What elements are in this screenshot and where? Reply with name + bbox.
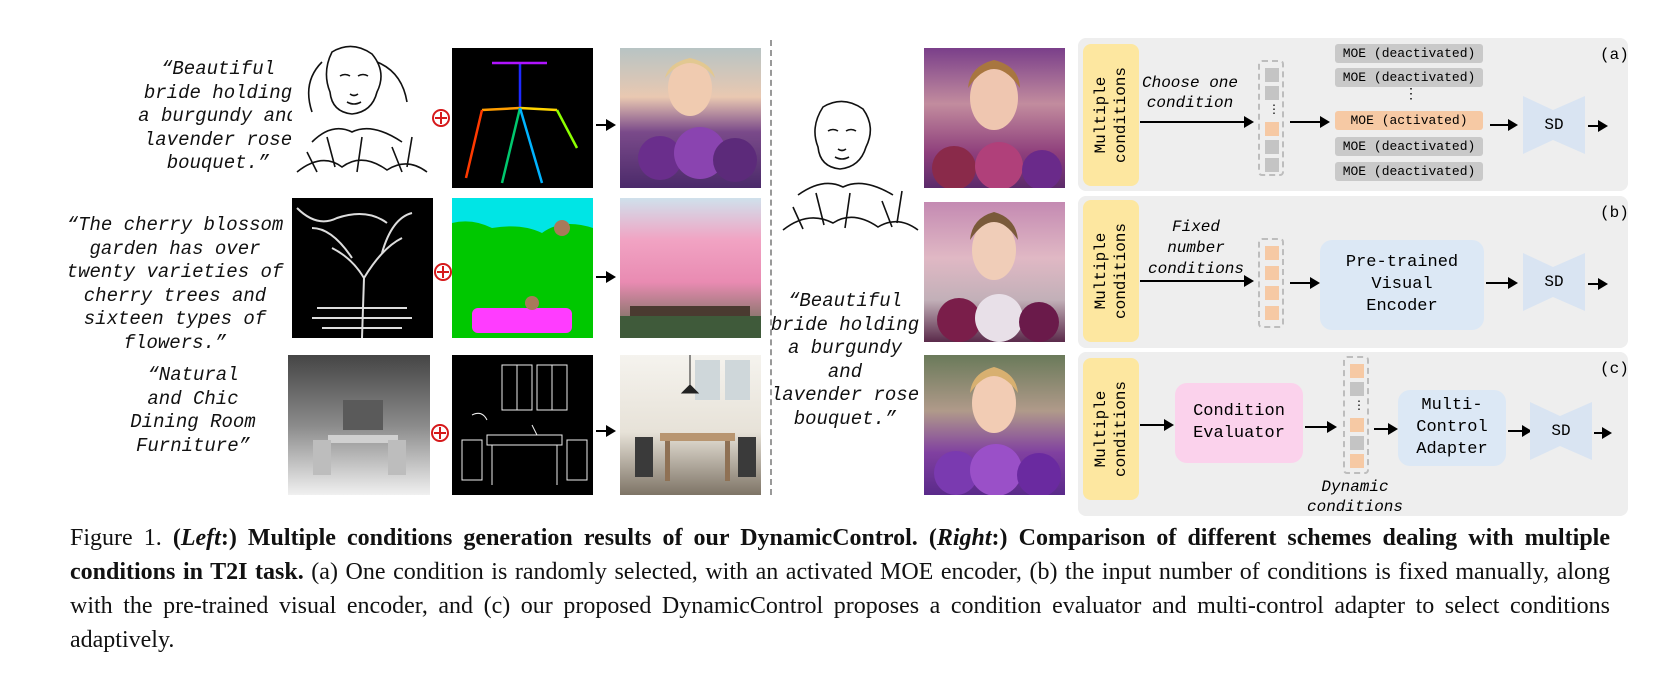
pretrained-visual-encoder: Pre-trained Visual Encoder xyxy=(1320,240,1484,330)
prompt-cherry: “The cherry blossom garden has over twen… xyxy=(66,214,284,354)
caption-body: (a) One condition is randomly selected, … xyxy=(70,559,1610,653)
sd-block: SD xyxy=(1523,96,1585,154)
arrow xyxy=(596,119,616,131)
depth-image xyxy=(288,355,430,495)
arrow xyxy=(1490,119,1518,131)
canny-edge-image xyxy=(452,355,593,495)
arrow xyxy=(1290,116,1330,128)
result-dining-image xyxy=(620,355,761,495)
moe-block: MOE (deactivated) xyxy=(1335,162,1483,181)
result-bride-image xyxy=(620,48,761,188)
arrow xyxy=(1140,419,1174,431)
multiple-conditions-label: Multiple conditions xyxy=(1083,358,1139,500)
arrow xyxy=(1508,425,1532,437)
ellipsis-icon: ⋮ xyxy=(1404,87,1418,102)
combine-icon xyxy=(431,424,449,442)
arrow xyxy=(1588,120,1608,132)
panel-tag: (b) xyxy=(1600,204,1629,222)
prompt-bride: “Beautiful bride holding a burgundy and … xyxy=(138,58,298,174)
arrow xyxy=(1305,421,1337,433)
moe-block: MOE (deactivated) xyxy=(1335,137,1483,156)
moe-block-activated: MOE (activated) xyxy=(1335,111,1483,130)
condition-stack xyxy=(1258,238,1284,328)
prompt-bride: “Beautiful bride holding a burgundy and … xyxy=(770,290,920,430)
arrow xyxy=(1374,423,1398,435)
condition-stack: ⋮ xyxy=(1258,60,1284,176)
moe-block: MOE (deactivated) xyxy=(1335,44,1483,63)
panel-tag: (c) xyxy=(1600,360,1629,378)
output-image-c xyxy=(924,355,1065,495)
arrow-label: Fixed number conditions xyxy=(1147,218,1244,278)
prompt-dining: “Natural and Chic Dining Room Furniture” xyxy=(130,364,256,457)
arrow xyxy=(596,425,616,437)
sketch-image xyxy=(292,42,432,182)
divider xyxy=(770,40,772,495)
caption-figure-number: Figure 1. xyxy=(70,525,173,551)
multi-control-adapter: Multi- Control Adapter xyxy=(1398,390,1506,466)
figure-caption: Figure 1. (Left:) Multiple conditions ge… xyxy=(70,525,1611,653)
moe-block: MOE (deactivated) xyxy=(1335,68,1483,87)
side-label: Multiple conditions xyxy=(1092,66,1130,164)
dynamic-conditions-label: Dynamic conditions xyxy=(1306,478,1403,516)
caption-right: Right xyxy=(936,525,992,551)
arrow-label: Choose one condition xyxy=(1141,74,1238,112)
arrow xyxy=(1594,427,1612,439)
caption-left: Left xyxy=(180,525,221,551)
segmentation-image xyxy=(452,198,593,338)
hed-edge-image xyxy=(292,198,433,338)
arrow xyxy=(1588,278,1608,290)
result-cherry-image xyxy=(620,198,761,338)
sd-block: SD xyxy=(1530,402,1592,460)
panel-tag: (a) xyxy=(1600,46,1629,64)
arrow xyxy=(596,271,616,283)
output-image-a xyxy=(924,48,1065,188)
condition-evaluator: Condition Evaluator xyxy=(1175,383,1303,463)
side-label: Multiple conditions xyxy=(1092,222,1130,320)
arrow xyxy=(1140,116,1254,128)
sketch-image xyxy=(778,95,923,240)
arrow xyxy=(1140,275,1254,287)
combine-icon xyxy=(434,263,452,281)
side-label: Multiple conditions xyxy=(1092,380,1130,478)
combine-icon xyxy=(432,109,450,127)
arrow xyxy=(1290,277,1320,289)
pose-image xyxy=(452,48,593,188)
multiple-conditions-label: Multiple conditions xyxy=(1083,44,1139,186)
arrow xyxy=(1486,277,1518,289)
multiple-conditions-label: Multiple conditions xyxy=(1083,200,1139,342)
condition-stack: ⋮ xyxy=(1343,356,1369,474)
sd-block: SD xyxy=(1523,253,1585,311)
output-image-b xyxy=(924,202,1065,342)
